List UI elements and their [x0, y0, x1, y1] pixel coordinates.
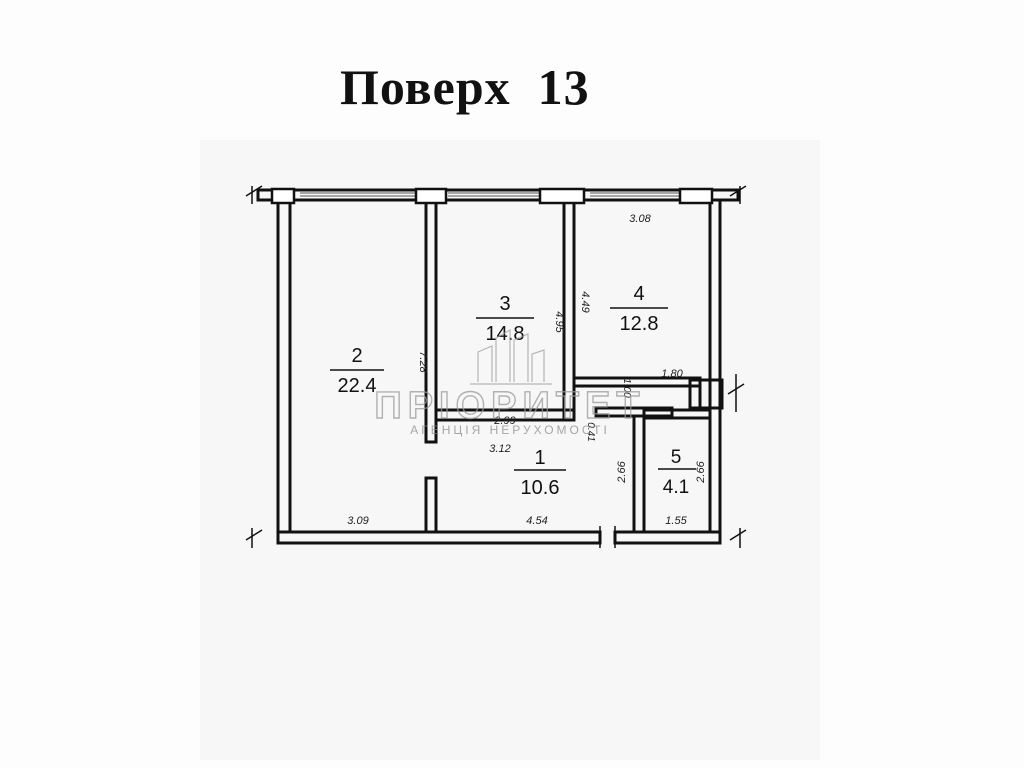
walls: [256, 188, 740, 545]
room-1-area: 10.6: [521, 477, 560, 499]
dim-bath-right: 2.66: [695, 460, 707, 483]
room-1-number: 1: [534, 447, 545, 469]
agency-watermark: ПРІОРИТЕТ АГЕНЦІЯ НЕРУХОМОСТІ: [374, 328, 645, 437]
room-2-area: 22.4: [338, 375, 377, 397]
wall-pillars: [270, 187, 714, 205]
dim-small-v1: 1.00: [621, 378, 632, 398]
scan-background: [200, 140, 820, 760]
dim-bottom-mid: 4.54: [526, 515, 547, 527]
room-4-number: 4: [633, 283, 644, 305]
windows: [300, 192, 680, 197]
floor-title: Поверх 13: [340, 59, 590, 115]
watermark-brand: ПРІОРИТЕТ: [374, 385, 645, 427]
room-4-area: 12.8: [620, 313, 659, 335]
dim-bath-left: 2.66: [616, 460, 628, 483]
axis-ticks: [245, 185, 747, 548]
watermark-tagline: АГЕНЦІЯ НЕРУХОМОСТІ: [410, 423, 610, 437]
wall-bath-top: [642, 408, 712, 420]
dim-room3-right: 4.95: [553, 311, 565, 333]
wall-corridor-bottom: [594, 406, 674, 418]
wall-bath-left: [632, 414, 646, 534]
dim-room4-left: 4.49: [579, 291, 591, 312]
vent-box: [688, 378, 724, 410]
dim-small-v2: 0.41: [585, 422, 596, 441]
partition-2-1-lower: [424, 476, 438, 534]
room-2-number: 2: [351, 345, 362, 367]
dim-room3-bottom: 2.99: [493, 415, 515, 427]
room-3-area: 14.8: [486, 323, 525, 345]
room-5-number: 5: [671, 447, 682, 468]
dim-hall-upper: 3.12: [489, 443, 510, 455]
dim-corridor-top: 1.80: [661, 368, 683, 380]
dim-hall-left: 7.28: [417, 351, 429, 373]
dim-top-right: 3.08: [629, 213, 651, 225]
room-3-number: 3: [499, 293, 510, 315]
entry-door: [599, 526, 616, 548]
room-5-area: 4.1: [663, 477, 689, 498]
wall-room3-bottom: [434, 408, 576, 422]
watermark-building-icon: [470, 328, 552, 385]
area-rules: [330, 307, 696, 471]
dim-bottom-left: 3.09: [347, 515, 368, 527]
dim-bottom-right: 1.55: [665, 515, 687, 527]
